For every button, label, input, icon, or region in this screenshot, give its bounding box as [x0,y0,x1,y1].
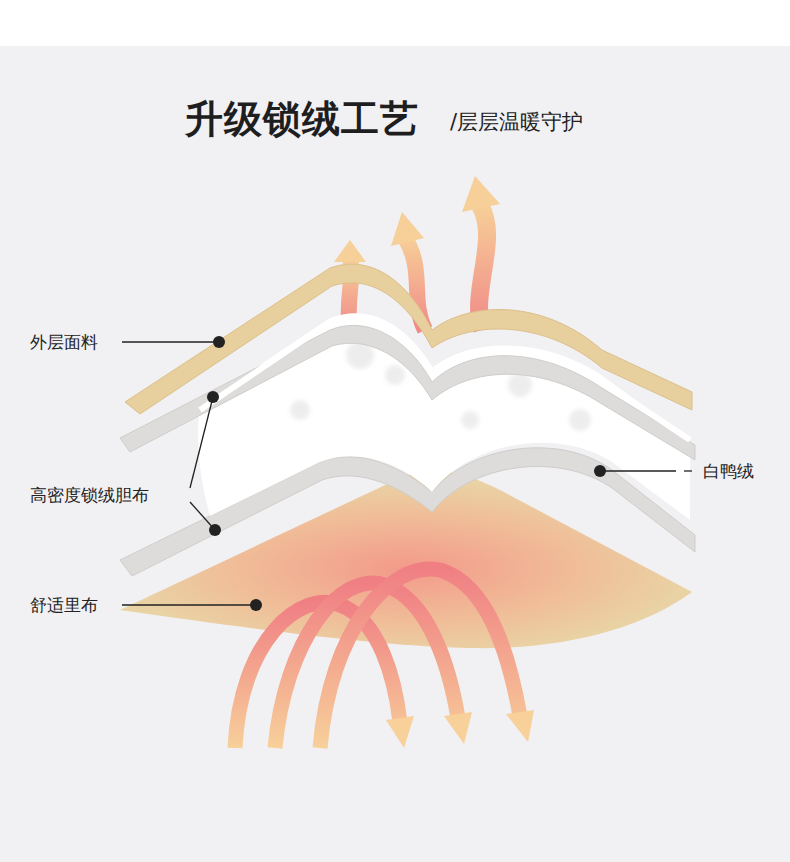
leader-dots [207,336,606,611]
body-heat-arrows [235,569,520,748]
leader-lines [122,342,692,605]
outer-fabric [125,264,692,414]
white-duck-down [198,313,690,520]
part-label: 高密度锁绒胆布 [30,484,149,507]
body-heat-arrowheads [386,710,534,748]
part-label: 白鸭绒 [703,460,754,483]
part-label: 舒适里布 [30,594,98,617]
part-label: 外层面料 [30,331,98,354]
main-title: 升级锁绒工艺 [185,94,419,145]
subtitle: /层层温暖守护 [450,108,583,136]
upper-shell-fabric [120,325,695,460]
top-strip [0,0,790,46]
